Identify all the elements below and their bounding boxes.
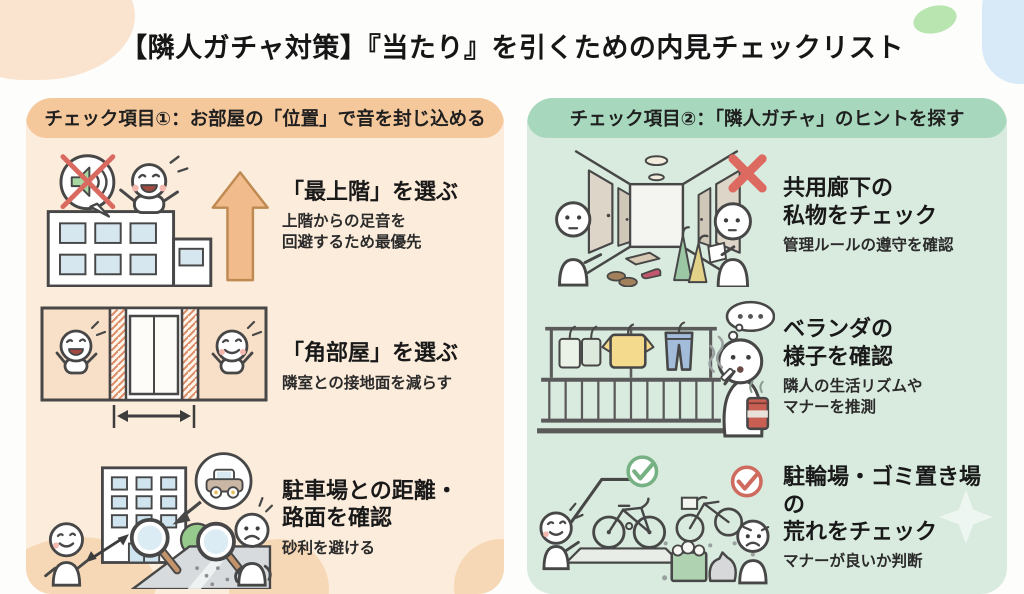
item-subtitle: 砂利を避ける	[282, 539, 376, 557]
litter-can-icon	[746, 380, 770, 431]
check-red-icon	[730, 465, 763, 498]
corner-room-illustration	[34, 296, 274, 438]
item-subtitle: 管理ルールの遵守を確認	[783, 236, 954, 254]
parking-distance-illustration	[34, 447, 274, 590]
magnifier-icon	[129, 518, 182, 575]
no-sound-icon	[59, 153, 116, 218]
happy-character	[211, 320, 263, 375]
neutral-character	[555, 200, 603, 287]
pointer-arrow-icon	[172, 500, 202, 525]
sparkle-icon	[939, 490, 993, 544]
up-arrow-icon	[211, 170, 269, 282]
item-title: 駐輪場・ゴミ置き場の 荒れをチェック	[783, 464, 982, 544]
check-green-icon	[626, 455, 659, 488]
top-floor-building-illustration	[34, 145, 274, 287]
happy-character	[55, 320, 107, 375]
section-room-position: チェック項目①：お部屋の「位置」で音を封じ込める	[26, 98, 504, 594]
checklist-item-corridor: 共用廊下の 私物をチェック 管理ルールの遵守を確認	[527, 140, 1007, 291]
item-title: 駐車場との距離・ 路面を確認	[282, 478, 458, 531]
thought-bubble-icon	[725, 300, 775, 341]
bicycle-garbage-illustration	[535, 447, 775, 589]
clutter-shoes-umbrellas	[606, 225, 709, 287]
item-title: 共用廊下の 私物をチェック	[783, 175, 938, 228]
bicycle-icon	[592, 497, 667, 550]
item-title: ベランダの 様子を確認	[783, 316, 894, 369]
messy-bicycle-icon	[675, 496, 744, 543]
red-x-icon	[728, 153, 767, 193]
checklist-item-corner-room: 「角部屋」を選ぶ 隣室との接地面を減らす	[26, 291, 504, 442]
section-neighbor-hints: チェック項目②：「隣人ガチャ」のヒントを探す	[527, 98, 1007, 594]
item-subtitle: マナーが良いか判断	[783, 553, 923, 571]
happy-character	[44, 522, 89, 587]
sad-character	[736, 519, 770, 585]
car-icon	[194, 452, 253, 511]
width-arrow-icon	[112, 404, 196, 428]
section-header-1: チェック項目①：お部屋の「位置」で音を封じ込める	[26, 98, 504, 138]
item-subtitle: 上階からの足音を 回避するため最優先	[282, 212, 422, 251]
checklist-item-bicycle-garbage: 駐輪場・ゴミ置き場の 荒れをチェック マナーが良いか判断	[527, 443, 1007, 594]
magnifier-icon	[196, 522, 247, 578]
laundry	[558, 321, 694, 371]
checklist-item-balcony: ベランダの 様子を確認 隣人の生活リズムや マナーを推測	[527, 291, 1007, 442]
checklist-item-parking: 駐車場との距離・ 路面を確認 砂利を避ける	[26, 443, 504, 594]
item-title: 「最上階」を選ぶ	[282, 178, 459, 204]
shared-corridor-illustration	[535, 145, 775, 287]
checking-character	[707, 201, 752, 287]
checklist-item-top-floor: 「最上階」を選ぶ 上階からの足音を 回避するため最優先	[26, 140, 504, 291]
item-title: 「角部屋」を選ぶ	[282, 340, 459, 366]
happy-character	[539, 502, 584, 571]
page-title: 【隣人ガチャ対策】『当たり』を引くための内見チェックリスト	[120, 33, 904, 63]
balcony-illustration	[535, 296, 775, 438]
section-header-2: チェック項目②：「隣人ガチャ」のヒントを探す	[527, 98, 1007, 138]
item-subtitle: 隣室との接地面を減らす	[282, 374, 453, 392]
happy-character	[119, 155, 189, 214]
item-subtitle: 隣人の生活リズムや マナーを推測	[783, 377, 923, 416]
